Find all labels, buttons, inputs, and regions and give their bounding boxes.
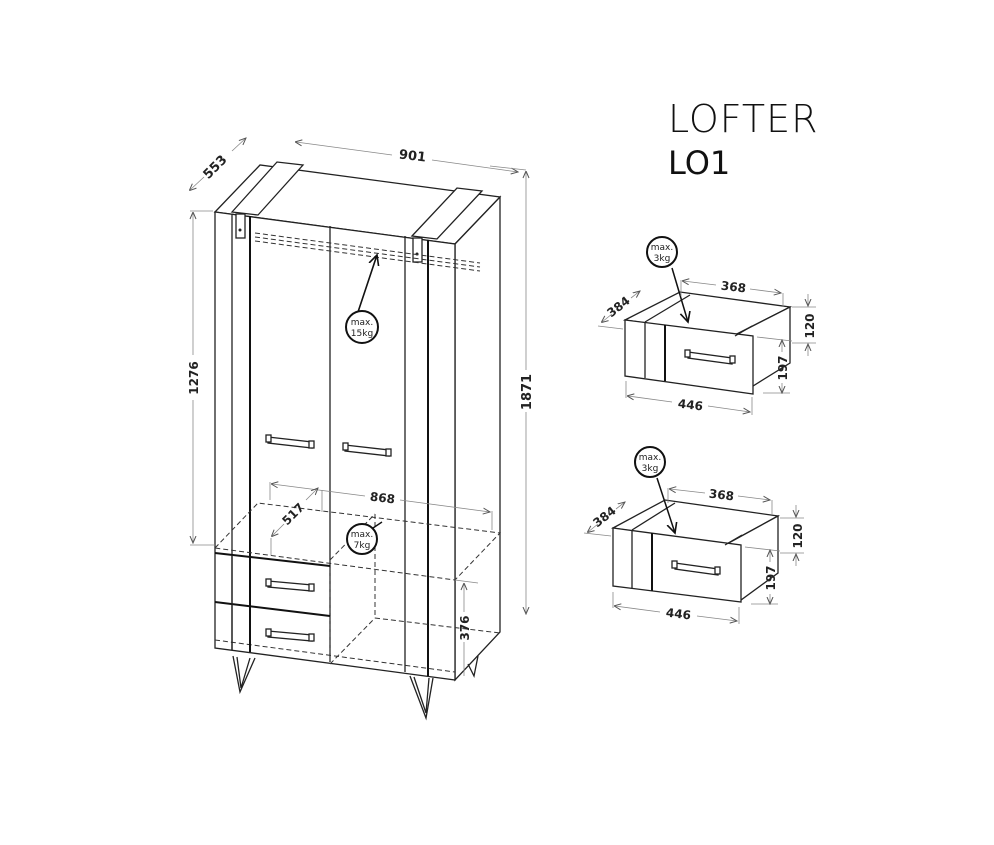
door-handle-right: [342, 442, 392, 457]
dimension-depth: 553: [190, 138, 246, 190]
door-handle-left: [265, 434, 315, 449]
wardrobe-right-side: [454, 195, 501, 682]
drawer-detail-1: max. 3kg 368 384 446 120 197: [597, 236, 817, 415]
drawer-detail-2: max. 3kg 368 384 446 120 197: [583, 446, 805, 624]
svg-text:384: 384: [604, 294, 632, 320]
svg-text:120: 120: [791, 523, 805, 548]
wardrobe-front: [214, 211, 456, 681]
svg-text:3kg: 3kg: [654, 254, 671, 264]
svg-text:376: 376: [458, 615, 472, 640]
rail-load-label: max. 15kg: [345, 255, 378, 344]
wardrobe-drawing: max. 15kg max. 7kg 901 553 1871: [187, 138, 535, 721]
svg-text:7kg: 7kg: [354, 541, 371, 551]
svg-text:197: 197: [776, 355, 790, 380]
svg-text:197: 197: [764, 565, 778, 590]
product-code: LO1: [668, 144, 731, 182]
svg-text:15kg: 15kg: [351, 329, 373, 339]
svg-text:max.: max.: [351, 530, 373, 540]
drawer-handle-lower: [265, 628, 315, 642]
svg-text:901: 901: [398, 147, 427, 165]
drawer-1-load-label: max. 3kg: [646, 236, 688, 322]
dimension-width: 901: [296, 142, 518, 172]
drawer-1-handle: [684, 349, 736, 365]
drawer-2-handle: [671, 560, 721, 576]
svg-text:3kg: 3kg: [642, 464, 659, 474]
svg-text:120: 120: [803, 313, 817, 338]
shelf-load-label: max. 7kg: [346, 521, 383, 555]
top-strap-left: [230, 161, 305, 216]
svg-text:max.: max.: [351, 318, 373, 328]
svg-text:1276: 1276: [187, 361, 201, 394]
strap-clip-right: [412, 237, 423, 263]
svg-text:1871: 1871: [520, 374, 535, 410]
svg-text:553: 553: [201, 153, 231, 183]
svg-text:max.: max.: [639, 453, 661, 463]
dimension-inner-height: 1276: [187, 210, 215, 546]
svg-text:max.: max.: [651, 243, 673, 253]
svg-text:368: 368: [720, 279, 747, 296]
strap-clip-left: [235, 213, 246, 239]
product-name: LOFTER: [668, 97, 819, 141]
drawer-2-load-label: max. 3kg: [634, 446, 675, 533]
svg-text:368: 368: [708, 487, 735, 504]
svg-text:446: 446: [665, 606, 692, 623]
svg-text:868: 868: [369, 490, 396, 507]
drawer-handle-upper: [265, 578, 315, 592]
top-strap-right: [410, 187, 484, 240]
wardrobe-legs: [232, 655, 479, 721]
svg-text:384: 384: [590, 504, 618, 530]
dimension-height: 1871: [489, 165, 535, 614]
dimension-bottom-height: 376: [454, 579, 479, 676]
svg-text:446: 446: [677, 397, 704, 414]
